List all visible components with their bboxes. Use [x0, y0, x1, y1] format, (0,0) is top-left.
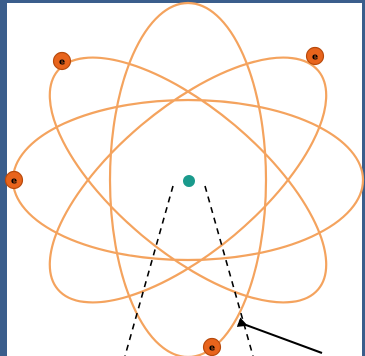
dashed-cone: [125, 186, 253, 356]
electron-label: e: [312, 53, 318, 63]
electron-bottom: e: [204, 339, 221, 356]
electron-label: e: [59, 58, 65, 68]
electron-label: e: [209, 344, 215, 354]
electron-top-left: e: [54, 53, 71, 70]
pointer-arrow: [246, 325, 322, 353]
electron-label: e: [11, 177, 17, 187]
electron-left: e: [6, 172, 23, 189]
nucleus: [183, 175, 195, 187]
dashed-line-left: [125, 186, 173, 356]
electron-top-right: e: [307, 48, 324, 65]
